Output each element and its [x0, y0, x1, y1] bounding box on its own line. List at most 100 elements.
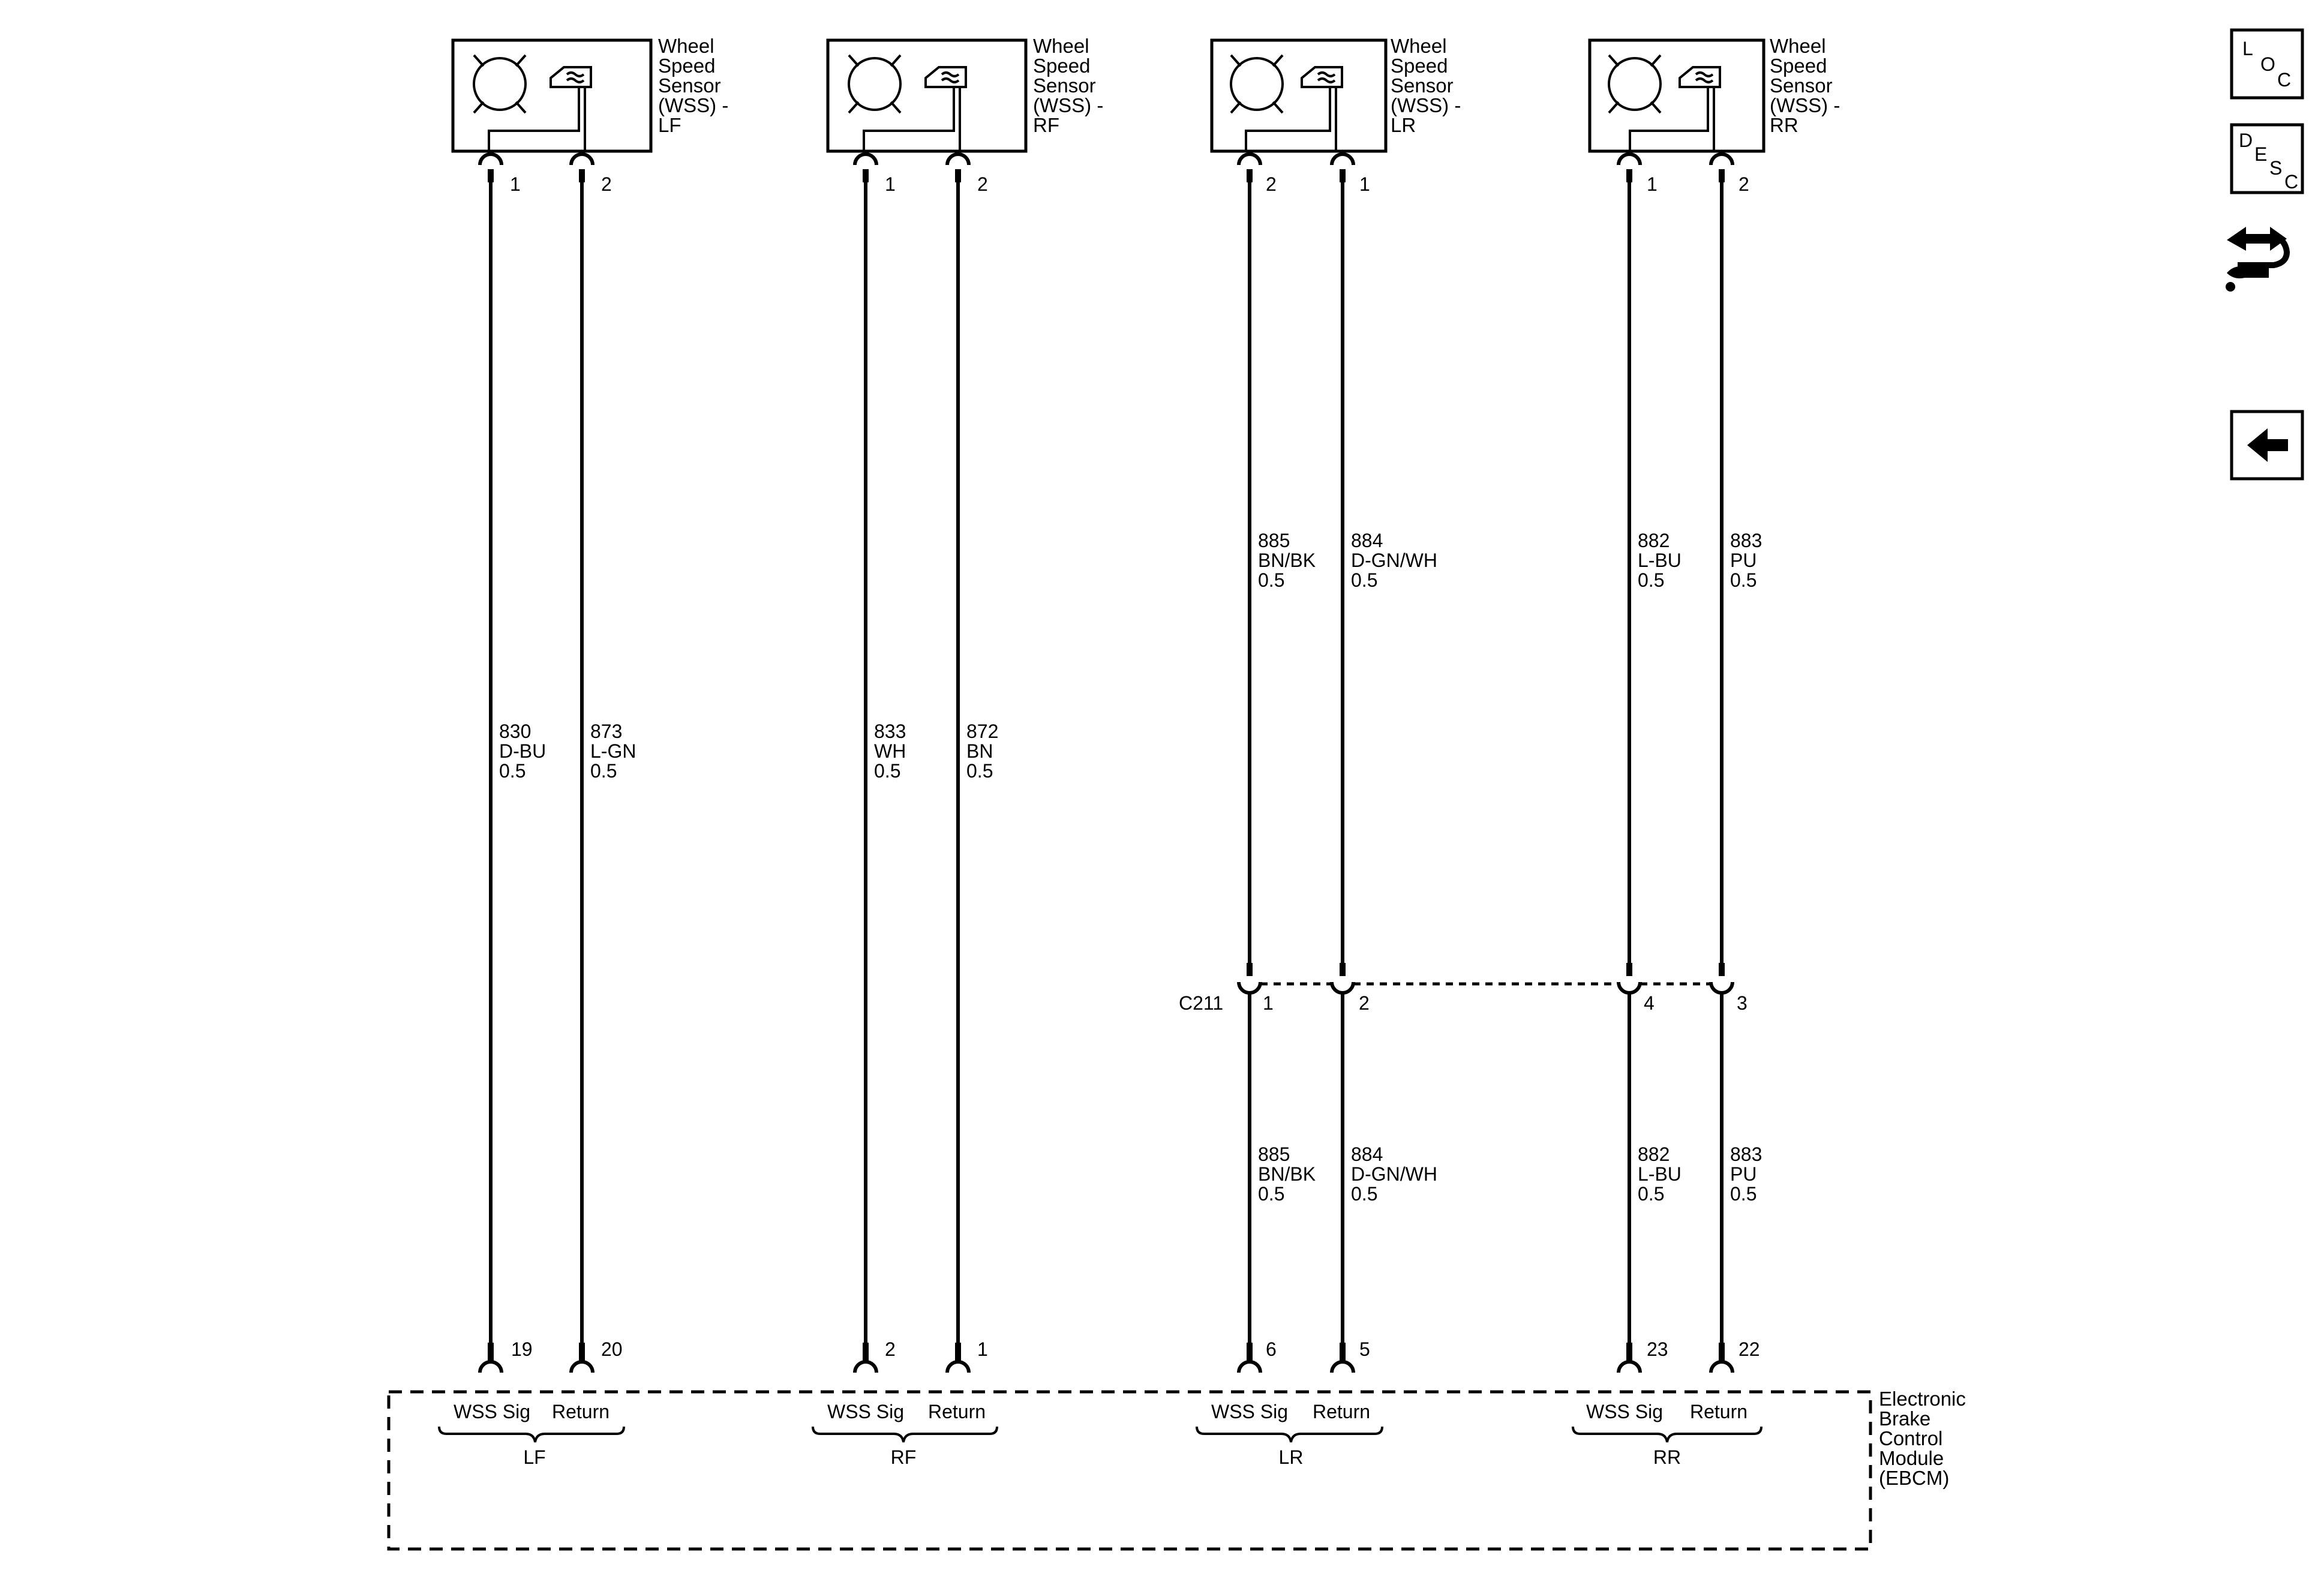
wire-872-circuit: 872 — [966, 721, 998, 742]
back-button[interactable] — [2230, 410, 2304, 481]
ebcm-rr-name: RR — [1653, 1446, 1681, 1468]
ebcm-lr-name: LR — [1279, 1446, 1304, 1468]
sensor-lr-title-3: Sensor — [1391, 74, 1454, 97]
ebcm-group-lf: WSS Sig Return LF — [438, 1401, 625, 1468]
sensor-pin-terminals — [478, 152, 1734, 182]
wire-885-lower-size: 0.5 — [1258, 1183, 1284, 1205]
sensor-lr-title-4: (WSS) - — [1391, 94, 1461, 116]
ebcm-lf-return-label: Return — [552, 1401, 609, 1422]
connector-c211[interactable] — [1237, 963, 1734, 995]
ebcm-pin-19: 19 — [511, 1338, 533, 1360]
sensor-rr-title-2: Speed — [1770, 55, 1827, 77]
wire-884-lower-size: 0.5 — [1351, 1183, 1377, 1205]
ebcm-title-2: Brake — [1879, 1407, 1930, 1430]
wire-882-upper-size: 0.5 — [1638, 569, 1664, 591]
ebcm-rf-signal-label: WSS Sig — [827, 1401, 904, 1422]
sensor-rf-title-2: Speed — [1033, 55, 1090, 77]
sensor-lf[interactable]: Wheel Speed Sensor (WSS) - LF — [451, 35, 728, 153]
sensor-rr-title-1: Wheel — [1770, 35, 1826, 57]
sensor-rr[interactable]: Wheel Speed Sensor (WSS) - RR — [1588, 35, 1840, 153]
connector-c211-pin-1: 1 — [1263, 992, 1274, 1014]
wire-882-upper-color: L-BU — [1638, 550, 1682, 571]
wire-873-circuit: 873 — [590, 721, 622, 742]
wire-872-size: 0.5 — [966, 760, 993, 782]
wire-884-upper-color: D-GN/WH — [1351, 550, 1437, 571]
wire-872-color: BN — [966, 740, 993, 762]
wire-885-upper-circuit: 885 — [1258, 530, 1290, 551]
ebcm-pin-5: 5 — [1359, 1338, 1370, 1360]
wire-830-circuit: 830 — [499, 721, 531, 742]
desc-letter-c: C — [2284, 171, 2298, 193]
sensor-lr[interactable]: Wheel Speed Sensor (WSS) - LR — [1210, 35, 1461, 153]
desc-button[interactable]: D E S C — [2230, 123, 2304, 194]
desc-letter-s: S — [2269, 157, 2282, 179]
connector-repair-icon[interactable] — [2226, 227, 2290, 292]
ebcm-pin-22: 22 — [1739, 1338, 1760, 1360]
ebcm-lr-signal-label: WSS Sig — [1211, 1401, 1288, 1422]
sensor-rf-title-5: RF — [1033, 114, 1059, 136]
sensor-rf-pin-left: 1 — [885, 173, 896, 195]
sensor-rr-title-4: (WSS) - — [1770, 94, 1840, 116]
sensor-rf-pin-right: 2 — [977, 173, 988, 195]
wire-885-lower-circuit: 885 — [1258, 1143, 1290, 1165]
connector-c211-pin-3: 3 — [1737, 992, 1747, 1014]
wire-833-color: WH — [874, 740, 906, 762]
sensor-rf-title-1: Wheel — [1033, 35, 1089, 57]
ebcm-group-rr: WSS Sig Return RR — [1572, 1401, 1762, 1468]
wire-883-upper-circuit: 883 — [1730, 530, 1762, 551]
wire-833-circuit: 833 — [874, 721, 906, 742]
sensor-rr-title-5: RR — [1770, 114, 1798, 136]
ebcm-pin-20: 20 — [601, 1338, 623, 1360]
ebcm-lf-signal-label: WSS Sig — [454, 1401, 530, 1422]
ebcm-group-rf: WSS Sig Return RF — [812, 1401, 998, 1468]
wire-883-lower-circuit: 883 — [1730, 1143, 1762, 1165]
sensor-lf-title-3: Sensor — [658, 74, 721, 97]
wheel-sensor-icon — [1230, 54, 1343, 151]
sensor-rf[interactable]: Wheel Speed Sensor (WSS) - RF — [826, 35, 1103, 153]
ebcm-pin-23: 23 — [1647, 1338, 1668, 1360]
wire-882-upper-circuit: 882 — [1638, 530, 1670, 551]
wire-873-color: L-GN — [590, 740, 636, 762]
ebcm-group-lr: WSS Sig Return LR — [1196, 1401, 1383, 1468]
sensor-lr-pin-right: 1 — [1359, 173, 1370, 195]
ebcm-title-3: Control — [1879, 1427, 1942, 1449]
wire-830-size: 0.5 — [499, 760, 526, 782]
wire-830-color: D-BU — [499, 740, 546, 762]
wheel-sensor-icon — [473, 54, 592, 151]
ebcm-rr-return-label: Return — [1690, 1401, 1747, 1422]
connector-c211-label: C211 — [1179, 992, 1223, 1014]
ebcm-lf-name: LF — [523, 1446, 545, 1468]
wire-873-size: 0.5 — [590, 760, 617, 782]
wire-883-lower-color: PU — [1730, 1163, 1756, 1185]
ebcm-title-4: Module — [1879, 1447, 1944, 1469]
wire-883-lower-size: 0.5 — [1730, 1183, 1756, 1205]
ebcm-rf-name: RF — [891, 1446, 917, 1468]
desc-letter-d: D — [2239, 130, 2253, 151]
sensor-lf-title-4: (WSS) - — [658, 94, 728, 116]
ebcm-pin-6: 6 — [1266, 1338, 1277, 1360]
sensor-lr-title-5: LR — [1391, 114, 1416, 136]
sensor-lf-pin-right: 2 — [601, 173, 612, 195]
ebcm-title-1: Electronic — [1879, 1388, 1966, 1410]
sensor-lr-title-2: Speed — [1391, 55, 1448, 77]
desc-letter-e: E — [2254, 143, 2267, 165]
ebcm-rr-signal-label: WSS Sig — [1586, 1401, 1663, 1422]
wheel-sensor-icon — [1608, 54, 1721, 151]
wire-884-lower-circuit: 884 — [1351, 1143, 1383, 1165]
wire-882-lower-size: 0.5 — [1638, 1183, 1664, 1205]
sensor-lf-title-1: Wheel — [658, 35, 714, 57]
loc-button[interactable]: L O C — [2230, 28, 2304, 100]
loc-letter-l: L — [2242, 38, 2253, 59]
ebcm-module[interactable] — [387, 1390, 1872, 1551]
sensor-lf-pin-left: 1 — [510, 173, 521, 195]
wire-833-size: 0.5 — [874, 760, 900, 782]
sensor-lr-pin-left: 2 — [1266, 173, 1277, 195]
wire-885-upper-color: BN/BK — [1258, 550, 1316, 571]
ebcm-pin-terminals — [478, 1343, 1734, 1373]
wire-883-upper-color: PU — [1730, 550, 1756, 571]
sensor-rf-title-3: Sensor — [1033, 74, 1096, 97]
sensor-rr-pin-left: 1 — [1647, 173, 1658, 195]
sensor-rf-title-4: (WSS) - — [1033, 94, 1103, 116]
wire-882-lower-color: L-BU — [1638, 1163, 1682, 1185]
ebcm-lr-return-label: Return — [1313, 1401, 1370, 1422]
